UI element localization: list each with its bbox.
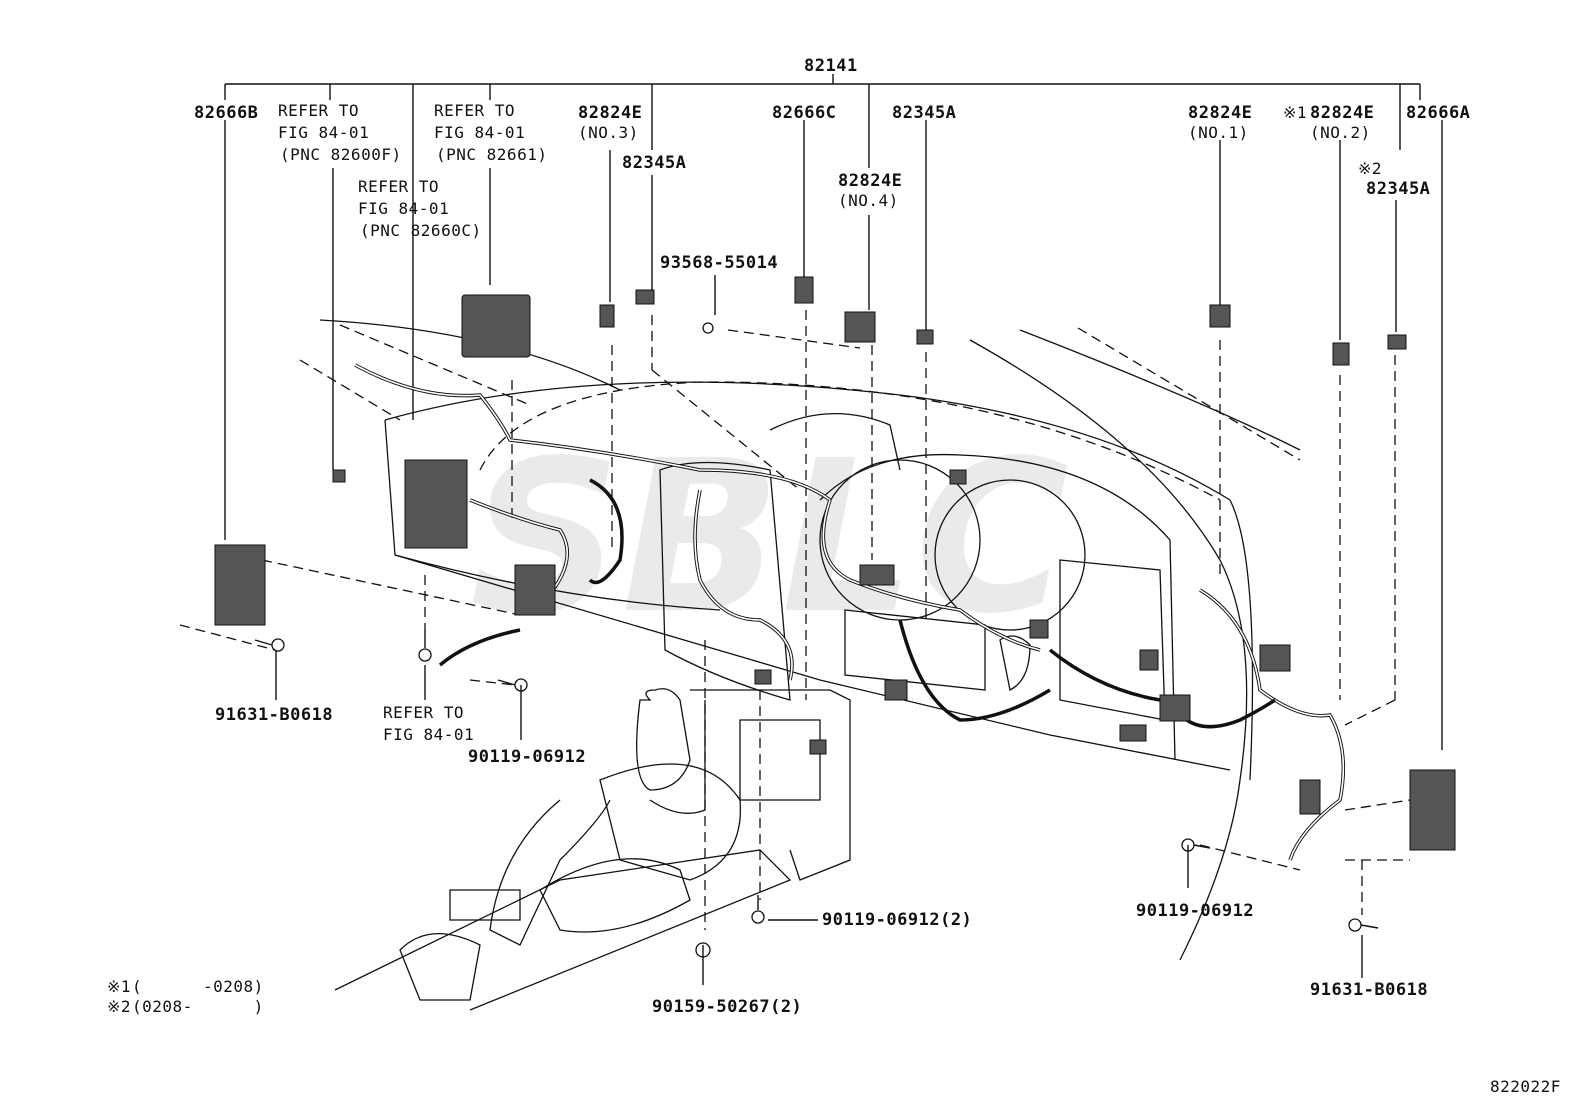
- fasteners: [254, 322, 1379, 958]
- note-mark-1: ※1: [1283, 103, 1307, 122]
- part-sub-82824e-no4: (NO.4): [838, 191, 899, 210]
- footnote-2-text: (0208- ): [132, 997, 264, 1016]
- part-label-82666b: 82666B: [194, 103, 258, 123]
- part-label-90119-06912-a: 90119-06912: [468, 747, 586, 767]
- reference-note-82660c: REFER TO FIG 84-01 (PNC 82660C): [358, 177, 482, 240]
- note-mark-2: ※2: [1358, 159, 1382, 178]
- part-label-82345a-a: 82345A: [622, 153, 686, 173]
- part-label-93568-55014: 93568-55014: [660, 253, 778, 273]
- footnote-1-text: ( -0208): [132, 977, 264, 996]
- part-label-82824e-no3: 82824E: [578, 103, 642, 123]
- assembly-dash-lines: [179, 310, 1411, 930]
- svg-text:(PNC 82661): (PNC 82661): [436, 145, 547, 164]
- main-part-label: 82141: [804, 56, 858, 76]
- reference-note-82661: REFER TO FIG 84-01 (PNC 82661): [434, 101, 547, 164]
- svg-text:(PNC 82600F): (PNC 82600F): [280, 145, 402, 164]
- footnote-1-mark: ※1: [107, 977, 131, 996]
- svg-text:REFER TO: REFER TO: [434, 101, 515, 120]
- part-label-82345a-c: 82345A: [1366, 179, 1430, 199]
- part-sub-82824e-no3: (NO.3): [578, 123, 639, 142]
- part-label-82824e-no2: 82824E: [1310, 103, 1374, 123]
- part-label-82666a: 82666A: [1406, 103, 1470, 123]
- svg-text:FIG 84-01: FIG 84-01: [358, 199, 449, 218]
- svg-text:FIG 84-01: FIG 84-01: [383, 725, 474, 744]
- part-label-82345a-b: 82345A: [892, 103, 956, 123]
- footnote-2-mark: ※2: [107, 997, 131, 1016]
- svg-text:(PNC 82660C): (PNC 82660C): [360, 221, 482, 240]
- part-label-90119-06912-2: 90119-06912(2): [822, 910, 972, 930]
- svg-text:FIG 84-01: FIG 84-01: [434, 123, 525, 142]
- part-label-90159-50267-2: 90159-50267(2): [652, 997, 802, 1017]
- svg-text:REFER TO: REFER TO: [383, 703, 464, 722]
- part-label-82824e-no4: 82824E: [838, 171, 902, 191]
- svg-text:REFER TO: REFER TO: [278, 101, 359, 120]
- leader-lines: [224, 120, 1443, 985]
- part-sub-82824e-no1: (NO.1): [1188, 123, 1249, 142]
- connectors: [214, 276, 1456, 851]
- footnotes: ※1 ( -0208) ※2 (0208- ): [107, 977, 264, 1016]
- reference-note-lower: REFER TO FIG 84-01: [383, 703, 474, 744]
- center-console: [334, 688, 851, 1011]
- reference-note-82600f: REFER TO FIG 84-01 (PNC 82600F): [278, 101, 402, 164]
- part-label-82824e-no1: 82824E: [1188, 103, 1252, 123]
- figure-code: 822022F: [1490, 1077, 1561, 1096]
- part-label-90119-06912-c: 90119-06912: [1136, 901, 1254, 921]
- main-part-bracket: [224, 74, 1421, 420]
- part-sub-82824e-no2: (NO.2): [1310, 123, 1371, 142]
- svg-text:REFER TO: REFER TO: [358, 177, 439, 196]
- part-label-91631-b0618-left: 91631-B0618: [215, 705, 333, 725]
- wire-harness: [354, 363, 1346, 861]
- part-label-91631-b0618-right: 91631-B0618: [1310, 980, 1428, 1000]
- part-label-82666c: 82666C: [772, 103, 836, 123]
- svg-text:FIG 84-01: FIG 84-01: [278, 123, 369, 142]
